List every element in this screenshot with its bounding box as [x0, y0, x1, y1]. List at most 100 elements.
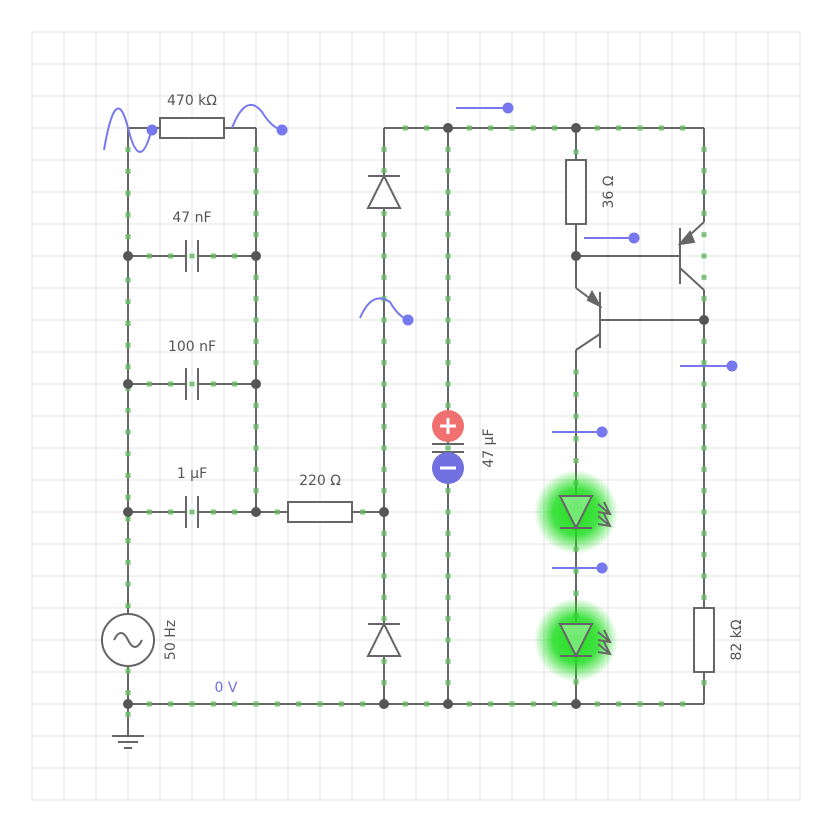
current-dot — [445, 381, 451, 387]
junction-node[interactable] — [123, 507, 133, 517]
junction-node[interactable] — [251, 507, 261, 517]
current-dot — [210, 381, 216, 387]
current-dot — [381, 573, 387, 579]
led-icon[interactable] — [558, 495, 612, 531]
current-dot — [637, 125, 643, 131]
junction-node[interactable] — [571, 251, 581, 261]
diode-bottom-icon[interactable] — [366, 621, 402, 657]
pnp-transistor-icon[interactable] — [677, 221, 705, 291]
current-dot — [274, 701, 280, 707]
current-dot — [253, 296, 259, 302]
resistor-82k[interactable]: 82 kΩ — [693, 607, 745, 673]
current-dot — [189, 509, 195, 515]
capacitor-1u-label: 1 μF — [177, 466, 207, 482]
current-dot — [445, 317, 451, 323]
current-dot — [125, 559, 131, 565]
current-dot — [701, 381, 707, 387]
current-dot — [445, 338, 451, 344]
junction-node[interactable] — [379, 699, 389, 709]
capacitor-100n[interactable] — [185, 368, 199, 400]
current-dot — [381, 594, 387, 600]
current-dot — [381, 317, 387, 323]
current-dot — [594, 701, 600, 707]
current-dot — [445, 680, 451, 686]
current-dot — [210, 701, 216, 707]
current-dot — [445, 360, 451, 366]
current-dot — [381, 210, 387, 216]
current-dot — [125, 581, 131, 587]
current-dot — [701, 530, 707, 536]
current-dot — [701, 210, 707, 216]
junction-node[interactable] — [571, 699, 581, 709]
current-dot — [445, 445, 451, 451]
current-dot — [445, 189, 451, 195]
current-dot — [125, 668, 131, 674]
current-dot — [381, 680, 387, 686]
current-dot — [125, 234, 131, 240]
current-dot — [573, 436, 579, 441]
current-dot — [296, 701, 302, 707]
probe-icon[interactable] — [596, 426, 608, 438]
current-dot — [445, 658, 451, 664]
junction-node[interactable] — [699, 315, 709, 325]
capacitor-47n-label: 47 nF — [172, 210, 211, 226]
junction-node[interactable] — [123, 699, 133, 709]
pnp-transistor-q2-icon[interactable] — [575, 287, 603, 351]
current-dot — [381, 530, 387, 536]
current-dot — [125, 472, 131, 478]
diode-icon[interactable] — [366, 173, 402, 209]
current-dot — [509, 701, 515, 707]
capacitor-100n-label: 100 nF — [168, 339, 216, 355]
junction-node[interactable] — [123, 379, 133, 389]
polarized-capacitor-icon[interactable]: 47 μF — [432, 410, 497, 484]
current-dot — [210, 253, 216, 259]
probe-icon[interactable] — [596, 562, 608, 574]
probe-icon[interactable] — [726, 360, 738, 372]
junction-node[interactable] — [443, 123, 453, 133]
capacitor-1u[interactable] — [185, 496, 199, 528]
resistor-36[interactable]: 36 Ω — [565, 159, 617, 225]
current-dot — [274, 509, 280, 515]
current-dot — [509, 125, 515, 131]
led-glow-top — [534, 470, 618, 554]
current-dot — [402, 125, 408, 131]
ground-icon[interactable] — [112, 735, 144, 749]
current-dot — [701, 594, 707, 600]
junction-node[interactable] — [443, 699, 453, 709]
probe-icon[interactable] — [276, 124, 288, 136]
current-dot — [530, 125, 536, 131]
current-dot — [125, 212, 131, 218]
current-dot — [125, 168, 131, 174]
junction-node[interactable] — [123, 251, 133, 261]
resistor-470k[interactable]: 470 kΩ — [159, 93, 225, 139]
junction-node[interactable] — [379, 507, 389, 517]
current-dot — [125, 603, 131, 609]
current-dot — [701, 466, 707, 472]
probe-icon[interactable] — [402, 314, 414, 326]
current-dot — [381, 466, 387, 472]
probe-icon[interactable] — [628, 232, 640, 244]
current-dot — [658, 125, 664, 131]
current-dot — [146, 701, 152, 707]
led-bottom-icon[interactable] — [558, 623, 612, 659]
current-dot — [701, 189, 707, 195]
current-dot — [381, 381, 387, 387]
current-dot — [680, 125, 686, 131]
ac-source-icon[interactable]: 50 Hz — [101, 613, 179, 667]
resistor-220[interactable]: 220 Ω — [287, 473, 353, 523]
probe-icon[interactable] — [146, 124, 158, 136]
current-dot — [253, 146, 259, 152]
junction-node[interactable] — [251, 379, 261, 389]
current-dot — [381, 424, 387, 430]
current-dot — [360, 701, 366, 707]
current-dot — [253, 168, 259, 174]
current-dot — [146, 509, 152, 515]
current-dot — [125, 516, 131, 522]
capacitor-47n[interactable] — [185, 240, 199, 272]
current-dot — [573, 149, 579, 155]
probe-icon[interactable] — [502, 102, 514, 114]
junction-node[interactable] — [571, 123, 581, 133]
junction-node[interactable] — [251, 251, 261, 261]
